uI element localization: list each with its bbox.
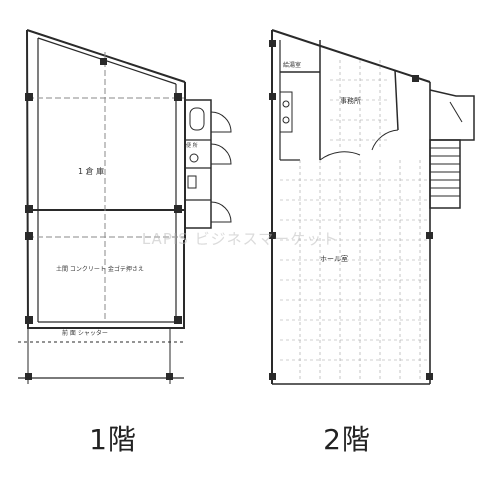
floor1-service-block: [184, 99, 212, 229]
room-label-floor-note: 土間 コンクリート 金ゴテ押さえ: [56, 266, 144, 273]
watermark: LAPIS ビジネスマーケット: [141, 230, 339, 248]
floor2-slanted-wall: [271, 29, 431, 83]
room-label-front: 前 面 シャッター: [62, 330, 108, 337]
floor2-plan: [269, 29, 475, 385]
room-label-kitchen: 給湯室: [283, 62, 302, 69]
room-label-storage: 1 倉 庫: [78, 167, 105, 176]
floor1-label: 1階: [89, 423, 137, 456]
floor1-slanted-wall: [26, 29, 186, 83]
floor1-outer-wall: [26, 29, 185, 329]
floor2-label: 2階: [323, 423, 371, 456]
floor2-landing: [429, 89, 475, 141]
room-label-hall: ホール室: [320, 255, 348, 263]
floor1-plan: [18, 29, 232, 384]
floor2-stairs: [429, 139, 461, 209]
room-label-office: 事務所: [340, 97, 361, 105]
room-label-wc: 便 所: [186, 143, 198, 149]
